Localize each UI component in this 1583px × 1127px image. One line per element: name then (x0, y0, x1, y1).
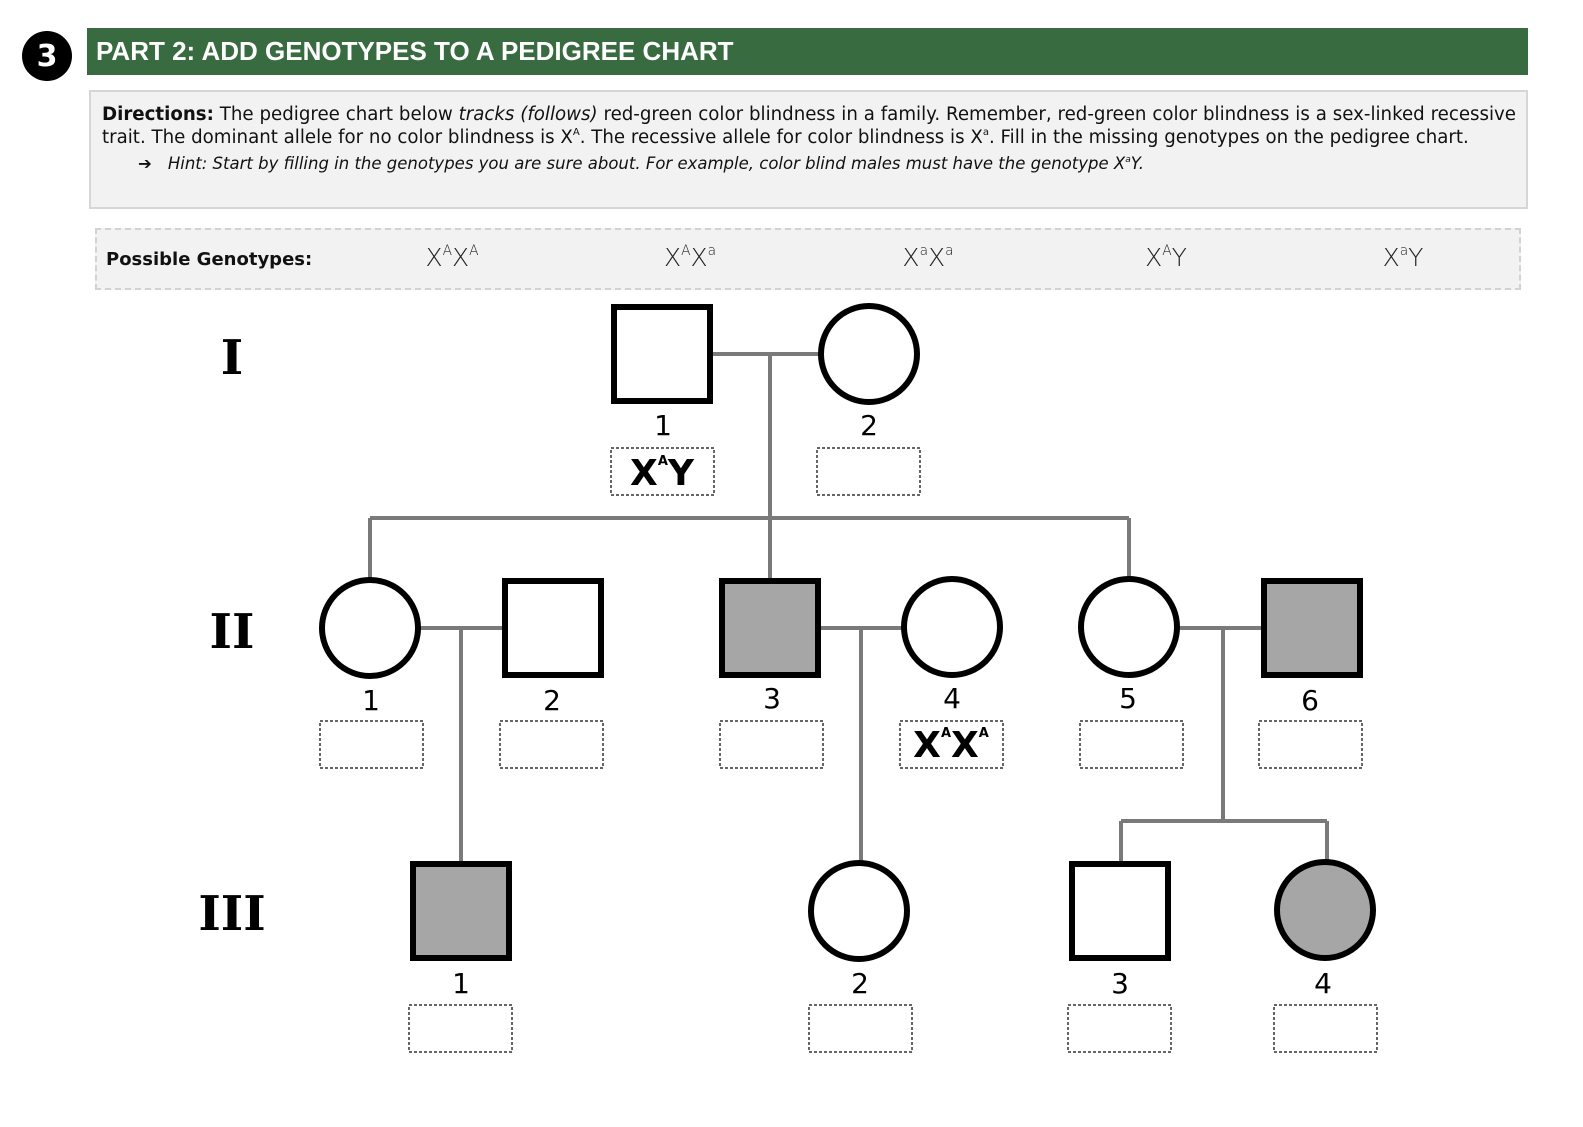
directions-box: Directions: The pedigree chart below tra… (89, 90, 1528, 209)
genotype-box-iii-4[interactable] (1273, 1004, 1378, 1053)
genotype-box-iii-1[interactable] (408, 1004, 513, 1053)
genotype-box-ii-3[interactable] (719, 720, 824, 769)
directions-label: Directions: (102, 104, 214, 125)
individual-iii-4-female-affected (1274, 859, 1376, 961)
individual-number: 4 (943, 682, 961, 715)
individual-ii-5-female (1078, 576, 1180, 678)
individual-number: 2 (860, 409, 878, 442)
genotype-option: XAXA (425, 243, 479, 272)
genotype-box-ii-2[interactable] (499, 720, 604, 769)
genotype-box-i-2[interactable] (816, 447, 921, 496)
individual-ii-6-male-affected (1261, 578, 1363, 678)
genotype-option: XAXa (663, 243, 717, 272)
genotype-box-ii-1[interactable] (319, 720, 424, 769)
individual-number: 3 (1111, 967, 1129, 1000)
recessive-allele-superscript: a (982, 127, 989, 138)
individual-number: 2 (851, 967, 869, 1000)
individual-i-1-male (611, 304, 713, 404)
individual-number: 6 (1301, 684, 1319, 717)
genotype-option: XaY (1382, 243, 1424, 272)
section-header: PART 2: ADD GENOTYPES TO A PEDIGREE CHAR… (87, 28, 1528, 75)
generation-label-i: I (221, 330, 243, 386)
directions-text: Directions: The pedigree chart below tra… (102, 104, 1517, 148)
genotype-box-ii-6[interactable] (1258, 720, 1363, 769)
genotype-option: XaXa (902, 243, 954, 272)
possible-genotypes-label: Possible Genotypes: (106, 249, 313, 270)
arrow-icon: ➔ (138, 154, 152, 173)
individual-ii-4-female (901, 576, 1003, 678)
possible-genotypes-box: Possible Genotypes: XAXA XAXa XaXa XAY X… (95, 228, 1521, 290)
individual-number: 1 (452, 967, 470, 1000)
individual-ii-1-female (319, 577, 421, 679)
hint-text: ➔Hint: Start by filling in the genotypes… (138, 154, 1144, 173)
individual-iii-1-male-affected (410, 861, 512, 961)
individual-iii-2-female (808, 860, 910, 962)
generation-label-ii: II (210, 604, 255, 660)
individual-number: 2 (543, 684, 561, 717)
genotype-box-ii-5[interactable] (1079, 720, 1184, 769)
genotype-value-ii-4: XAXA (913, 725, 989, 766)
individual-ii-3-male-affected (719, 578, 821, 678)
individual-number: 5 (1119, 682, 1137, 715)
generation-label-iii: III (198, 886, 265, 942)
pedigree-lines (368, 352, 1329, 864)
genotype-box-iii-2[interactable] (808, 1004, 913, 1053)
genotype-box-ii-4[interactable] (899, 720, 1004, 769)
individual-i-2-female (818, 303, 920, 405)
dominant-allele-superscript: A (572, 127, 580, 138)
individual-number: 3 (763, 682, 781, 715)
genotype-option: XAY (1145, 243, 1187, 272)
genotype-value-i-1: XAY (630, 453, 695, 494)
individual-number: 1 (362, 684, 380, 717)
step-number-badge: 3 (22, 31, 72, 81)
individual-iii-3-male (1069, 861, 1171, 961)
section-title: PART 2: ADD GENOTYPES TO A PEDIGREE CHAR… (96, 36, 734, 66)
genotype-box-iii-3[interactable] (1067, 1004, 1172, 1053)
individual-number: 1 (654, 409, 672, 442)
individual-number: 4 (1314, 967, 1332, 1000)
individual-ii-2-male (502, 578, 604, 678)
genotype-box-i-1[interactable] (610, 447, 715, 496)
